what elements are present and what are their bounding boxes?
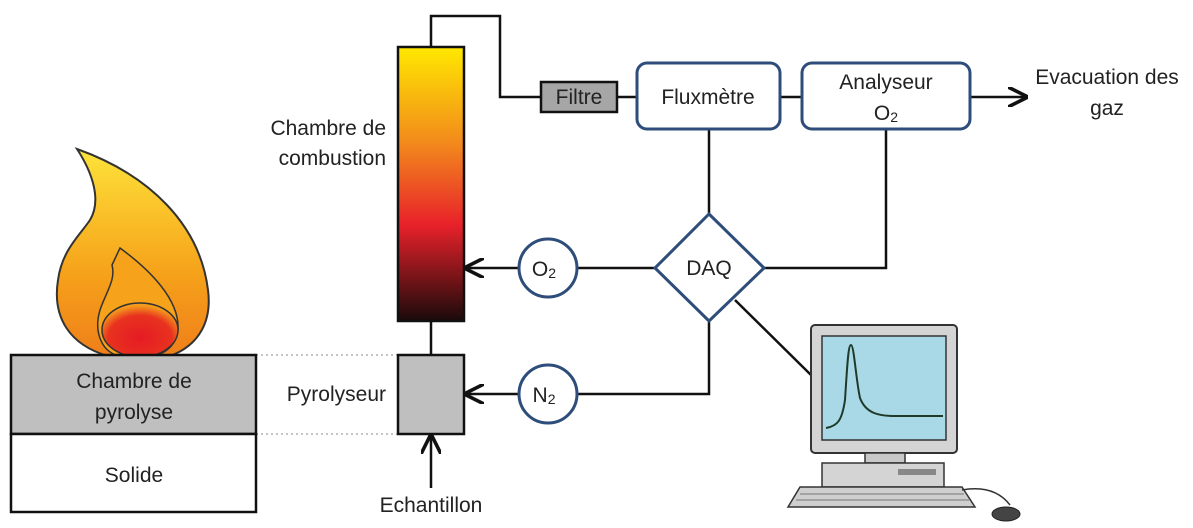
combustion-label-line2: combustion <box>279 147 386 170</box>
pyrolysis-chamber: Chambre de pyrolyse <box>9 353 258 436</box>
combustion-chamber-label: Chambre de combustion <box>270 117 386 170</box>
computer-icon <box>786 324 1021 522</box>
n2-valve: N2 <box>517 363 579 425</box>
pyrolysis-chamber-label-line1: Chambre de <box>76 370 192 393</box>
flame-icon <box>55 147 210 358</box>
analyseur-label-line2: O2 <box>874 102 898 125</box>
combustion-label-line1: Chambre de <box>270 117 386 140</box>
pyrolyseur-label: Pyrolyseur <box>287 383 386 406</box>
combustion-chamber <box>396 45 466 323</box>
pyrolysis-chamber-label-line2: pyrolyse <box>95 401 173 424</box>
evacuation-label: Evacuation des gaz <box>1035 66 1179 120</box>
analyseur-label-line1: Analyseur <box>839 71 932 94</box>
daq-node: DAQ <box>652 211 767 324</box>
n2-label: N2 <box>533 384 556 407</box>
analyseur-box: Analyseur O2 <box>800 61 972 131</box>
o2-label: O2 <box>532 258 556 281</box>
o2-valve: O2 <box>517 237 579 299</box>
evacuation-label-line2: gaz <box>1090 97 1124 120</box>
fluxmetre-box: Fluxmètre <box>635 61 782 131</box>
pyrolyseur-box <box>396 353 466 436</box>
echantillon-label: Echantillon <box>380 494 483 517</box>
connection-lines <box>256 14 1026 488</box>
solide-label: Solide <box>105 464 163 487</box>
fluxmetre-label: Fluxmètre <box>661 86 754 109</box>
solid-sample: Solide <box>9 432 258 514</box>
filter-label: Filtre <box>556 86 603 109</box>
daq-label: DAQ <box>686 257 732 280</box>
filter-box: Filtre <box>539 80 619 114</box>
evacuation-label-line1: Evacuation des <box>1035 66 1179 89</box>
